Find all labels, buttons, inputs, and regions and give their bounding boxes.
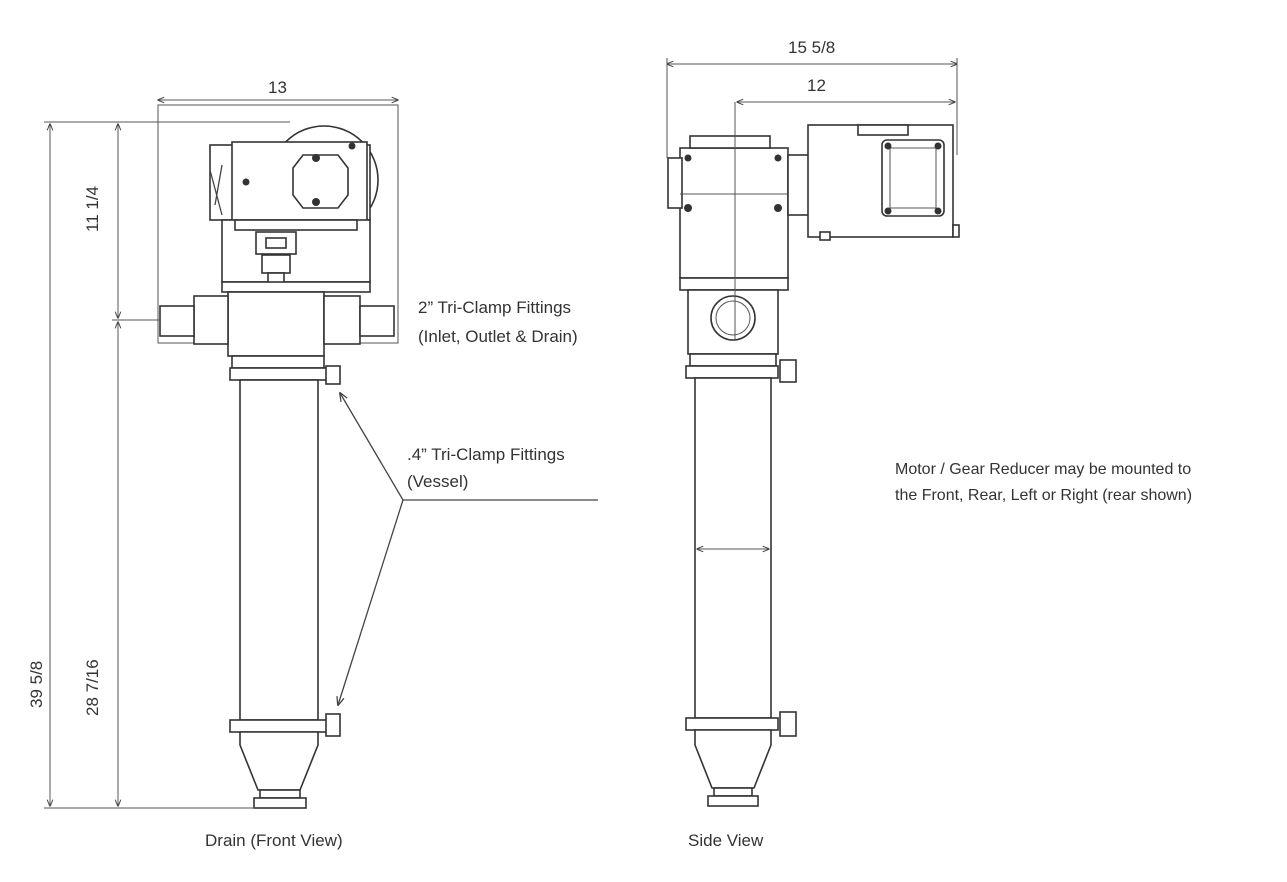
side-bottom-clamp: [685, 717, 779, 731]
leader-top-clamp: [340, 393, 404, 501]
side-motor-junction-box: [881, 139, 945, 217]
front-left-fitting: [193, 295, 229, 345]
side-view: 15 5/8 12: [667, 38, 960, 850]
motor-note-line1: Motor / Gear Reducer may be mounted to: [895, 461, 1191, 478]
side-drain-cone: [694, 729, 772, 789]
callout-4in-line1: .4” Tri-Clamp Fittings: [407, 445, 565, 464]
front-top-clamp: [229, 367, 329, 381]
front-right-fitting: [323, 295, 361, 345]
front-bottom-clamp: [229, 719, 329, 733]
front-drain-fitting: [253, 797, 307, 809]
dim-front-total-height: 39 5/8: [27, 661, 46, 708]
front-view: 13 11 1/4 28 7/16 39 5/8 Drain (Front Vi…: [27, 78, 398, 850]
motor-note-line2: the Front, Rear, Left or Right (rear sho…: [895, 487, 1192, 504]
side-vessel: [694, 377, 772, 719]
front-vessel: [239, 379, 319, 721]
callout-2in-line1: 2” Tri-Clamp Fittings: [418, 298, 571, 317]
motor-mounting-note: Motor / Gear Reducer may be mounted to t…: [895, 461, 1192, 504]
side-drain-fitting: [707, 795, 759, 807]
dim-front-width: 13: [268, 78, 287, 97]
side-top-clamp: [685, 365, 779, 379]
dim-front-lower-height: 28 7/16: [83, 659, 102, 716]
side-gear-housing: [679, 147, 789, 279]
front-gear-plate: [292, 154, 349, 209]
caption-side-view: Side View: [688, 831, 764, 850]
dim-side-motor-width: 12: [807, 76, 826, 95]
callout-4in-fittings: .4” Tri-Clamp Fittings (Vessel): [338, 393, 598, 705]
dim-front-top-height: 11 1/4: [83, 186, 102, 232]
caption-front-view: Drain (Front View): [205, 831, 343, 850]
front-drain-cone: [239, 731, 319, 791]
front-head-block: [227, 291, 325, 357]
leader-bottom-clamp: [338, 499, 404, 705]
callout-4in-line2: (Vessel): [407, 472, 468, 491]
dim-side-total-width: 15 5/8: [788, 38, 835, 57]
side-outlet-fitting: [710, 295, 756, 341]
callout-2in-line2: (Inlet, Outlet & Drain): [418, 327, 578, 346]
callout-2in-fittings: 2” Tri-Clamp Fittings (Inlet, Outlet & D…: [418, 298, 578, 346]
